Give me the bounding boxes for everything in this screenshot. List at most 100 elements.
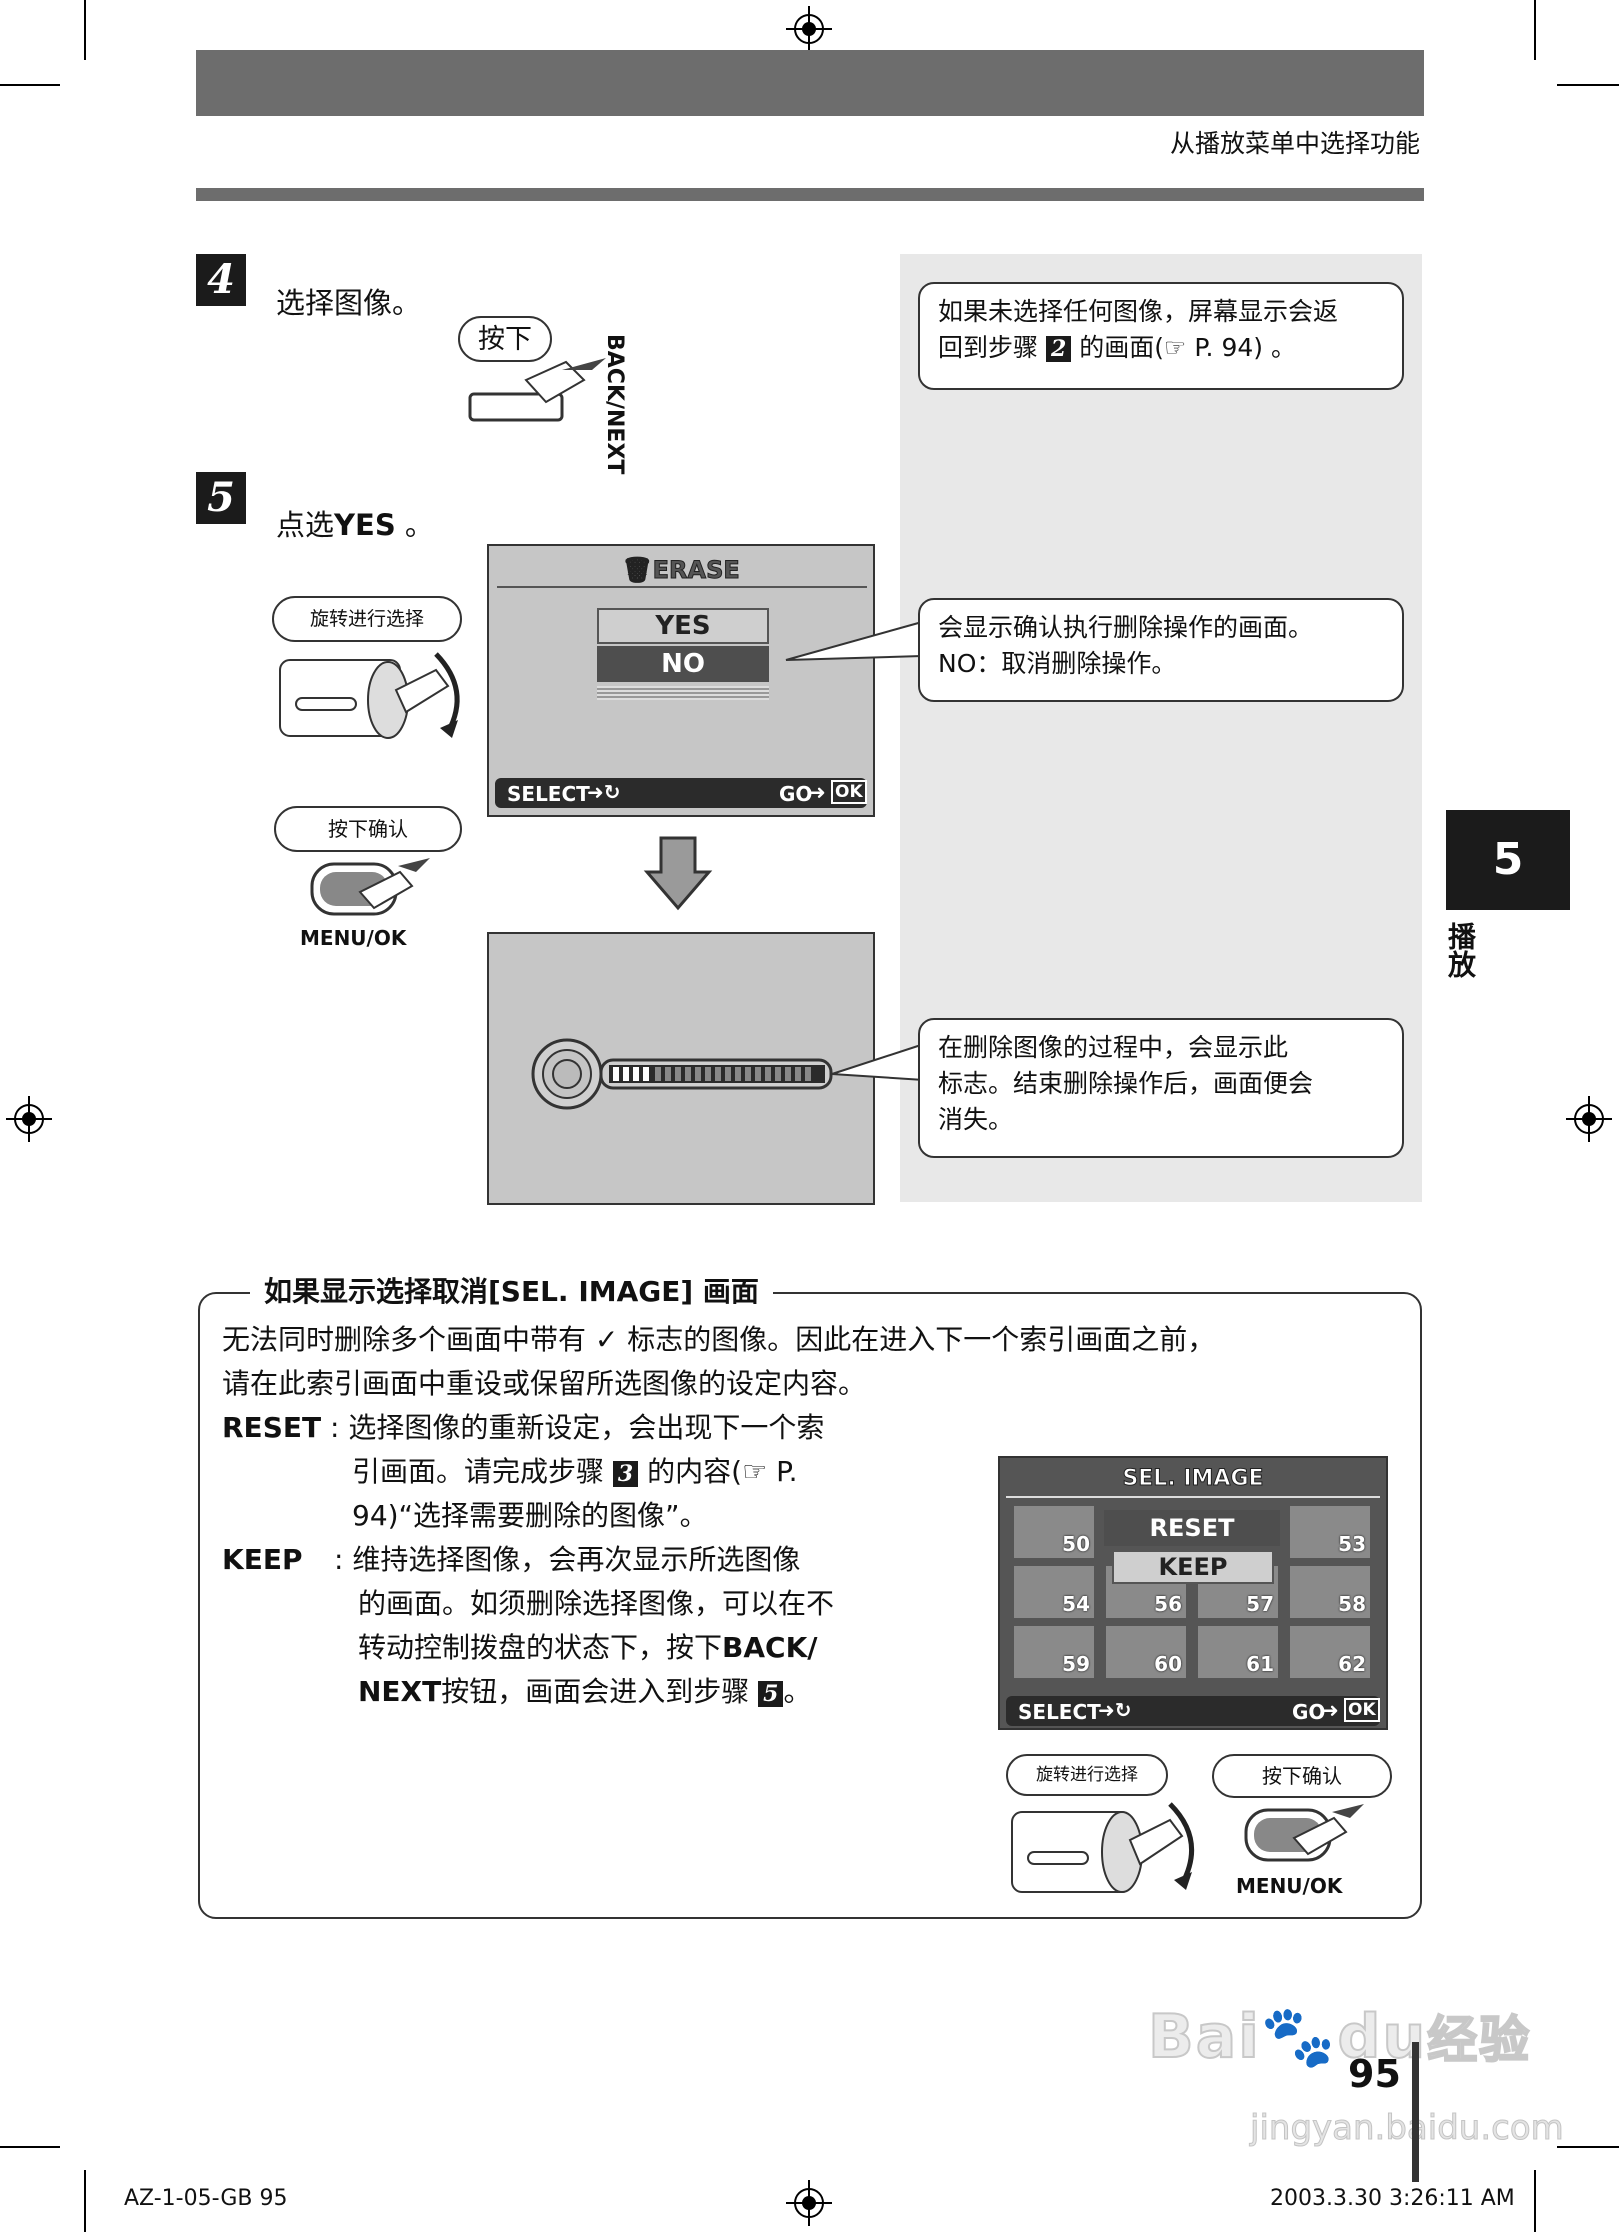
thumbnail: 58 [1290, 1566, 1370, 1618]
erase-screen: 🗑ERASE YES NO SELECT ➜↻ GO ➜ OK [487, 544, 875, 817]
reset-option[interactable]: RESET [1104, 1510, 1280, 1546]
callout-no-selection: 如果未选择任何图像，屏幕显示会返 回到步骤 2 的画面(☞ P. 94) 。 [918, 282, 1404, 390]
callout-text: 消失。 [938, 1105, 1014, 1134]
thumbnail-number: 61 [1246, 1652, 1274, 1676]
thumbnail-number: 56 [1154, 1592, 1182, 1616]
step-5-suffix: 。 [395, 508, 434, 542]
thumbnail-number: 54 [1062, 1592, 1090, 1616]
go-label: GO [1292, 1700, 1326, 1724]
text-part: 的内容( [647, 1455, 743, 1488]
thumbnail: 60 [1106, 1626, 1186, 1678]
back-next-label: BACK/NEXT [602, 334, 627, 475]
callout-text-part: 回到步骤 [938, 333, 1039, 362]
intro-line-1: 无法同时删除多个画面中带有 ✓ 标志的图像。因此在进入下一个索引画面之前， [222, 1318, 1402, 1362]
control-dial-icon [1011, 1802, 1195, 1893]
arrow-right-icon: ➜ [1322, 1698, 1339, 1722]
ok-label: OK [831, 780, 867, 804]
header-rule [196, 188, 1424, 201]
text-part: 引画面。请完成步骤 [352, 1455, 605, 1488]
watermark-brand: 经验 [1426, 2010, 1532, 2070]
crop-mark [1534, 0, 1536, 60]
thumbnail: 59 [1014, 1626, 1094, 1678]
registration-mark-icon [6, 1096, 52, 1142]
text-line: 引画面。请完成步骤 3 的内容(☞ P. [330, 1450, 930, 1494]
divider [1006, 1496, 1380, 1498]
crop-mark [1557, 84, 1619, 86]
crop-mark [84, 0, 86, 60]
keep-label: KEEP [222, 1543, 303, 1576]
keep-option[interactable]: KEEP [1112, 1550, 1274, 1584]
arrow-right-icon: ➜↻ [587, 780, 621, 804]
thumbnail: 61 [1198, 1626, 1278, 1678]
confirm-label: 按下确认 [274, 806, 462, 852]
thumbnail: 53 [1290, 1506, 1370, 1558]
watermark-brand: du [1337, 2001, 1428, 2073]
reset-label: RESET [222, 1411, 322, 1444]
select-label: SELECT [507, 782, 590, 806]
step-number-4: 4 [196, 254, 246, 306]
footer-left: AZ-1-05-GB 95 [124, 2186, 288, 2211]
step-badge: 2 [1045, 336, 1072, 362]
callout-text-part: 的画面( [1079, 333, 1164, 362]
thumbnail-number: 62 [1338, 1652, 1366, 1676]
control-dial-icon [279, 652, 460, 739]
registration-mark-icon [1566, 1096, 1612, 1142]
thumbnail: 54 [1014, 1566, 1094, 1618]
sel-image-screen: SEL. IMAGE 50 53 54 56 57 58 59 60 61 62… [998, 1456, 1388, 1730]
rotate-label: 旋转进行选择 [272, 596, 462, 642]
crop-mark [0, 84, 60, 86]
chapter-label: 播放 [1444, 922, 1477, 978]
page-rule [1412, 2042, 1419, 2182]
ok-label: OK [1344, 1698, 1380, 1722]
callout-text: 如果未选择任何图像，屏幕显示会返 [938, 297, 1339, 326]
text-line: : 选择图像的重新设定，会出现下一个索 [330, 1411, 825, 1444]
callout-pointer [785, 621, 923, 661]
thumbnail: 62 [1290, 1626, 1370, 1678]
thumbnail-number: 60 [1154, 1652, 1182, 1676]
callout-text: 在删除图像的过程中，会显示此 [938, 1033, 1289, 1062]
erase-bottom-bar: SELECT ➜↻ GO ➜ OK [495, 778, 867, 808]
menu-ok-button-icon [310, 858, 430, 916]
thumbnail: 50 [1014, 1506, 1094, 1558]
intro-line-2: 请在此索引画面中重设或保留所选图像的设定内容。 [222, 1367, 867, 1400]
header-bar [196, 50, 1424, 116]
text-part: 。 [783, 1675, 812, 1708]
callout-text: 回到步骤 2 的画面(☞ P. 94) 。 [938, 330, 1384, 366]
chapter-tab: 5 [1446, 810, 1570, 910]
arrow-right-icon: ➜↻ [1098, 1698, 1132, 1722]
text-line: 94)“选择需要删除的图像”。 [352, 1499, 708, 1532]
step-4-text: 选择图像。 [276, 286, 422, 320]
text-line: : 维持选择图像，会再次显示所选图像 [334, 1543, 801, 1576]
watermark-url: jingyan.baidu.com [1250, 2108, 1565, 2149]
thumbnail-number: 58 [1338, 1592, 1366, 1616]
no-option[interactable]: NO [597, 646, 769, 682]
paw-icon: 🐾 [1260, 2001, 1338, 2073]
thumbnail-number: 50 [1062, 1532, 1090, 1556]
rotate-label: 旋转进行选择 [1006, 1754, 1168, 1796]
confirm-label: 按下确认 [1212, 1754, 1392, 1798]
crop-mark [0, 2146, 60, 2148]
text-part: 按钮，画面会进入到步骤 [441, 1675, 750, 1708]
callout-confirm-screen: 会显示确认执行删除操作的画面。 NO：取消删除操作。 [918, 598, 1404, 702]
step-badge: 3 [612, 1461, 639, 1487]
checkmark-icon: ✓ [594, 1323, 619, 1356]
keep-description: : 维持选择图像，会再次显示所选图像 的画面。如须删除选择图像，可以在不 转动控… [334, 1538, 934, 1714]
text-bold: BACK/ [722, 1631, 818, 1664]
text-part: 转动控制拨盘的状态下，按下 [358, 1631, 723, 1664]
go-label: GO [779, 782, 813, 806]
step-5-prefix: 点选 [276, 508, 335, 542]
step-number-5: 5 [196, 472, 246, 524]
yes-option[interactable]: YES [597, 608, 769, 644]
down-arrow-icon [643, 836, 713, 911]
step-5-yes: YES [334, 508, 396, 542]
step-5-text: 点选YES 。 [276, 502, 434, 544]
menu-ok-label: MENU/OK [300, 926, 407, 950]
text-bold: NEXT [358, 1675, 442, 1708]
select-label: SELECT [1018, 1700, 1101, 1724]
page-reference: P. 94) 。 [1186, 333, 1296, 362]
busy-indicator-icon [531, 1038, 833, 1110]
registration-mark-icon [786, 2180, 832, 2226]
crop-mark [84, 2170, 86, 2232]
erase-title-text: ERASE [652, 556, 740, 585]
hand-reference-icon: ☞ [1164, 333, 1187, 362]
